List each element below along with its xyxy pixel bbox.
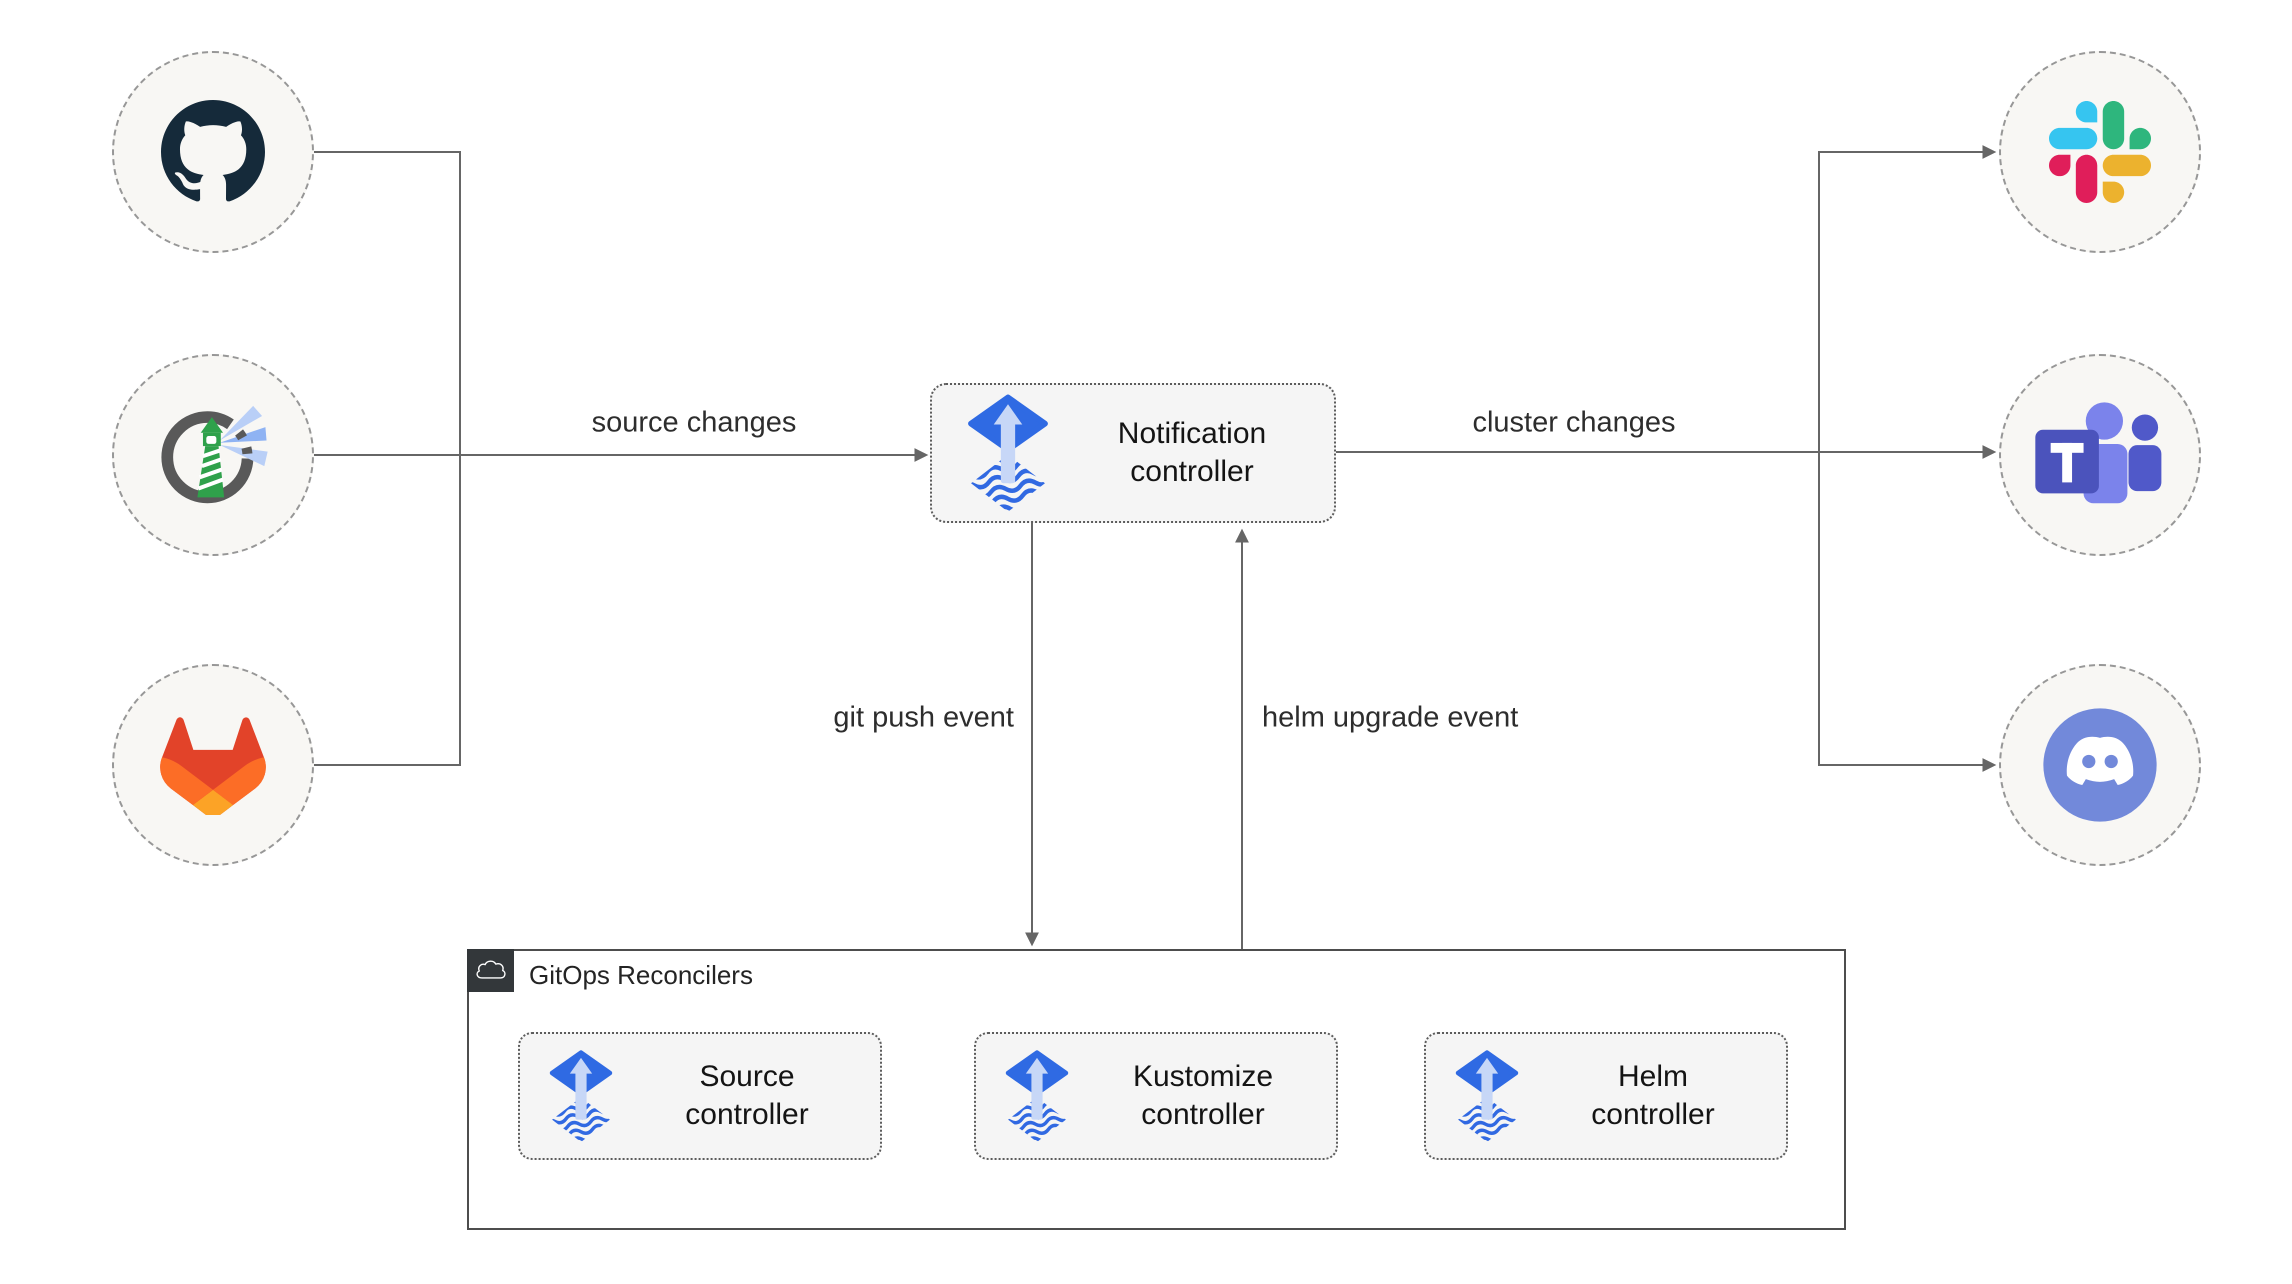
source-controller-label: Source controller [685, 1060, 809, 1131]
discord-node [1999, 664, 2201, 866]
kustomize-controller-label: Kustomize controller [1132, 1060, 1274, 1131]
flux-icon [966, 394, 1050, 512]
gitlab-icon [158, 716, 268, 815]
source-controller-node: Source controller [518, 1032, 882, 1160]
edge-label-cluster-changes: cluster changes [1472, 406, 1676, 439]
slack-icon [2049, 101, 2151, 203]
notification-controller-node: Notification controller [930, 383, 1336, 523]
github-node [112, 51, 314, 253]
cloud-icon [474, 958, 508, 983]
helm-controller-node: Helm controller [1424, 1032, 1788, 1160]
flux-icon [1454, 1050, 1520, 1142]
teams-node [1999, 354, 2201, 556]
left-bus-line [314, 151, 461, 766]
edge-label-git-push-event: git push event [833, 701, 1014, 734]
edge-label-helm-upgrade-event: helm upgrade event [1262, 701, 1519, 734]
edge-label-source-changes: source changes [591, 406, 797, 439]
slack-node [1999, 51, 2201, 253]
flux-icon [548, 1050, 614, 1142]
notification-controller-label: Notification controller [1117, 417, 1267, 488]
kustomize-controller-node: Kustomize controller [974, 1032, 1338, 1160]
gitops-reconcilers-group: GitOps Reconcilers Source controller Kus… [467, 949, 1846, 1230]
to-slack-arrow [1818, 145, 1997, 452]
harbor-node [112, 354, 314, 556]
discord-icon [2041, 706, 2159, 824]
to-discord-arrow [1818, 452, 1997, 772]
helm-controller-label: Helm controller [1591, 1060, 1715, 1131]
harbor-icon [155, 399, 271, 511]
group-tab [467, 949, 514, 992]
github-icon [161, 100, 265, 204]
gitlab-node [112, 664, 314, 866]
gitops-reconcilers-label: GitOps Reconcilers [529, 960, 753, 990]
teams-icon [2032, 398, 2168, 512]
flux-icon [1004, 1050, 1070, 1142]
